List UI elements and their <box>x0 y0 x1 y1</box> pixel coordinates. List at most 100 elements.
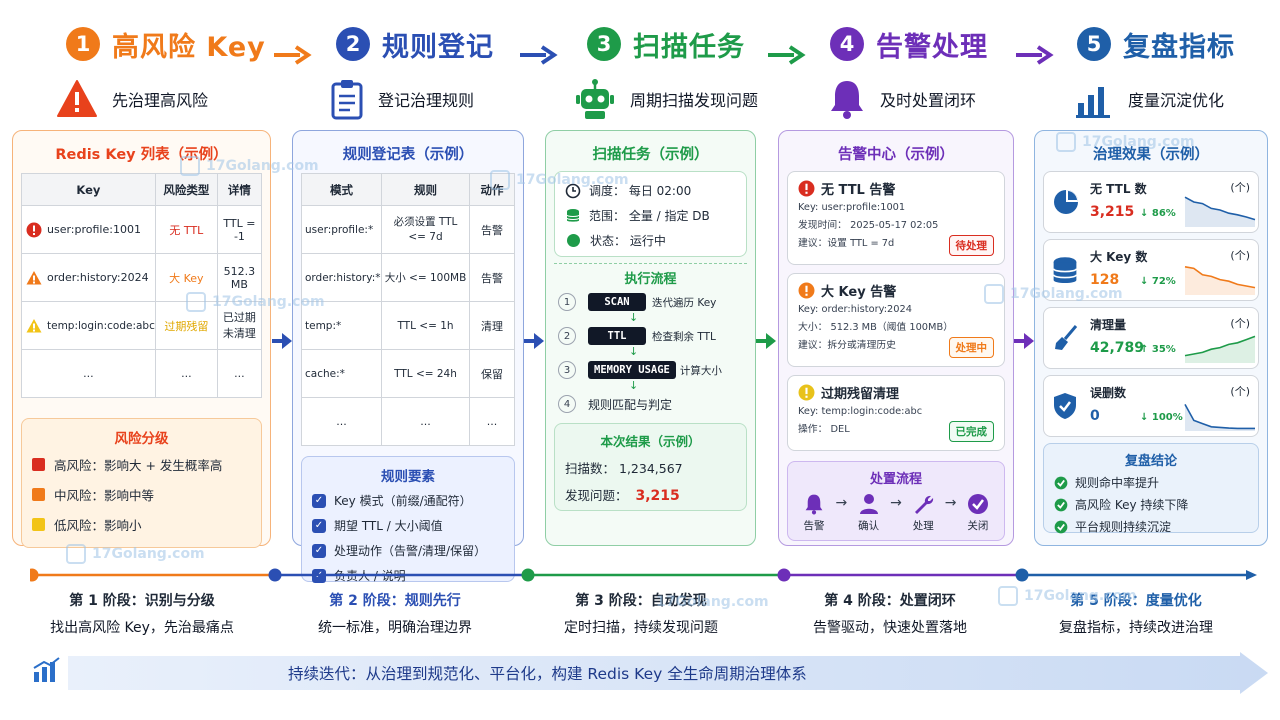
step-5-subtitle: 度量沉淀优化 <box>1128 91 1225 110</box>
process-steps: 告警 → 确认 → 处理 → 关闭 <box>794 493 998 533</box>
warning-icon <box>26 270 42 284</box>
process-card: 处置流程 告警 → 确认 → 处理 → 关闭 <box>787 461 1005 541</box>
step-3-header: 3 扫描任务 <box>587 22 745 66</box>
alert-card-expired[interactable]: 过期残留清理 Key: temp:login:code:abc 操作： DEL … <box>787 375 1005 451</box>
process-step: 确认 <box>851 493 887 533</box>
alert-detail: Key: order:history:2024 <box>798 304 912 315</box>
stage-timeline <box>30 568 1257 582</box>
metric-icon-wrap <box>1052 188 1080 220</box>
error-icon <box>798 282 815 299</box>
action-cell: 清理 <box>469 301 515 350</box>
down-arrow-icon: ↓ <box>629 379 639 392</box>
risk-level-label: 高风险：影响大 + 发生概率高 <box>54 458 223 473</box>
conclusion-item: 规则命中率提升 <box>1054 474 1248 491</box>
risk-level-title: 风险分级 <box>114 431 169 447</box>
broom-icon <box>1055 325 1078 350</box>
scanned-row: 扫描数： 1,234,567 <box>565 458 736 477</box>
color-swatch <box>32 518 45 531</box>
step-5-subtitle-row: 度量沉淀优化 <box>1074 76 1224 122</box>
check-circle-icon <box>1054 520 1068 533</box>
flow-step-number: 3 <box>558 361 576 379</box>
sparkline-line <box>1184 266 1256 289</box>
alert-detail: Key: temp:login:code:abc <box>798 406 923 417</box>
metric-card[interactable]: 无 TTL 数(个)3,215↓ 86% <box>1043 171 1259 233</box>
conclusion-item: 平台规则持续沉淀 <box>1054 518 1248 535</box>
rule-element-label: 处理动作（告警/清理/保留） <box>334 544 487 558</box>
watermark-text: 17Golang.com <box>92 546 205 562</box>
table-row[interactable]: user:profile:* 必须设置 TTL <= 7d 告警 <box>301 205 515 254</box>
metric-card[interactable]: 大 Key 数(个)128↓ 72% <box>1043 239 1259 301</box>
panel-1-title: Redis Key 列表（示例） <box>55 147 228 163</box>
table-row: ... ... ... <box>301 397 515 446</box>
step-2-header: 2 规则登记 <box>336 22 494 66</box>
step-4-number: 4 <box>830 27 864 61</box>
flow-step-number: 1 <box>558 293 576 311</box>
metric-icon-wrap <box>1052 256 1078 290</box>
command-pill: TTL <box>588 327 646 345</box>
alert-title: 无 TTL 告警 <box>821 183 896 198</box>
key-cell: order:history:2024 <box>21 253 156 302</box>
database-icon <box>1052 257 1078 283</box>
flow-step: 1 SCAN 迭代遍历 Key <box>558 293 716 311</box>
watermark-logo-icon <box>998 586 1018 606</box>
color-swatch <box>32 458 45 471</box>
key-name: temp:login:code:abc <box>47 319 155 332</box>
ellipsis-cell: ... <box>21 349 156 398</box>
database-icon <box>566 208 580 222</box>
sparkline <box>1184 196 1256 227</box>
color-swatch <box>32 488 45 501</box>
alert-detail: 操作： DEL <box>798 424 850 435</box>
shield-check-icon <box>1054 393 1076 419</box>
conclusion-item: 高风险 Key 持续下降 <box>1054 496 1248 513</box>
check-circle-icon <box>967 494 988 514</box>
sparkline <box>1184 266 1256 295</box>
table-row[interactable]: order:history:2024 大 Key 512.3 MB <box>21 253 263 302</box>
key-cell: user:profile:1001 <box>21 205 156 254</box>
watermark-logo-icon <box>984 284 1004 304</box>
table-row[interactable]: cache:* TTL <= 24h 保留 <box>301 349 515 398</box>
alert-card-no-ttl[interactable]: 无 TTL 告警 Key: user:profile:1001 发现时间： 20… <box>787 171 1005 265</box>
checkbox-icon: ✓ <box>312 518 326 533</box>
table-row[interactable]: temp:* TTL <= 1h 清理 <box>301 301 515 350</box>
scope-row: 范围： 全量 / 指定 DB <box>565 203 736 228</box>
schedule-row: 调度： 每日 02:00 <box>565 178 736 203</box>
watermark-logo-icon <box>186 292 206 312</box>
step-1-subtitle-row: 先治理高风险 <box>56 76 208 122</box>
column-header: 模式 <box>301 173 382 206</box>
status-badge[interactable]: 待处理 <box>948 235 994 256</box>
metric-value: 128 <box>1090 272 1120 288</box>
watermark-logo-icon <box>1056 132 1076 152</box>
alert-card-big-key[interactable]: 大 Key 告警 Key: order:history:2024 大小： 512… <box>787 273 1005 367</box>
table-row[interactable]: order:history:* 大小 <= 100MB 告警 <box>301 253 515 302</box>
step-2-subtitle-row: 登记治理规则 <box>330 76 474 122</box>
step-4-subtitle-row: 及时处置闭环 <box>828 76 976 122</box>
sparkline-line <box>1184 196 1256 221</box>
user-icon <box>859 494 878 514</box>
status-badge[interactable]: 已完成 <box>948 421 994 442</box>
watermark-text: 17Golang.com <box>1010 286 1123 302</box>
arrow-right-icon: → <box>944 495 957 511</box>
status-badge[interactable]: 处理中 <box>948 337 994 358</box>
risk-level-label: 中风险：影响中等 <box>54 488 155 503</box>
checkbox-icon: ✓ <box>312 543 326 558</box>
process-title: 处置流程 <box>869 472 922 487</box>
metric-card[interactable]: 清理量(个)42,789↑ 35% <box>1043 307 1259 369</box>
sparkline <box>1184 335 1256 363</box>
table-row[interactable]: user:profile:1001 无 TTL TTL = -1 <box>21 205 263 254</box>
step-4-header: 4 告警处理 <box>830 22 988 66</box>
metric-card[interactable]: 误删数(个)0↓ 100% <box>1043 375 1259 437</box>
process-step: 处理 <box>905 493 941 533</box>
step-3-subtitle: 周期扫描发现问题 <box>630 91 759 110</box>
checkbox-icon: ✓ <box>312 493 326 508</box>
bottom-summary-text: 持续迭代：从治理到规范化、平台化，构建 Redis Key 全生命周期治理体系 <box>288 665 807 683</box>
watermark-text: 17Golang.com <box>1082 134 1195 150</box>
conclusion-label: 平台规则持续沉淀 <box>1075 520 1172 534</box>
metric-change: ↑ 35% <box>1140 344 1176 355</box>
sparkline-line <box>1184 335 1256 357</box>
watermark-text: 17Golang.com <box>212 294 325 310</box>
timeline-node <box>1015 568 1029 582</box>
status-row: 状态： 运行中 <box>565 228 736 253</box>
rule-cell: TTL <= 1h <box>381 301 470 350</box>
robot-icon <box>574 78 616 120</box>
step-1-subtitle: 先治理高风险 <box>112 91 209 110</box>
